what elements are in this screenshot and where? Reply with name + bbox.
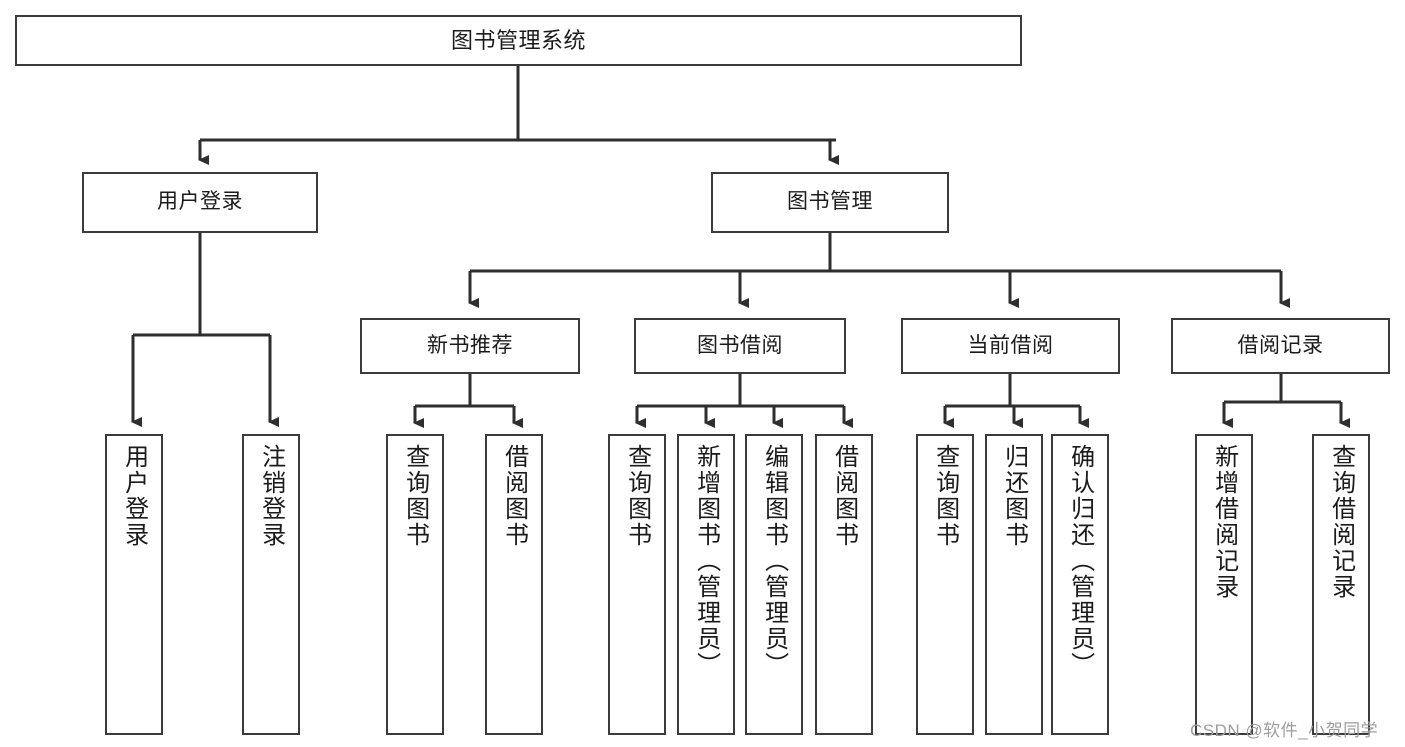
node-label: 图书管理 <box>787 190 873 214</box>
leaf-record-add[interactable]: 新增借阅记录 <box>1195 434 1253 735</box>
leaf-borrow-query-book[interactable]: 查询图书 <box>608 434 666 735</box>
leaf-current-query-book[interactable]: 查询图书 <box>916 434 974 735</box>
watermark-text: CSDN @软件_小贺同学 <box>1190 721 1379 740</box>
node-label: 当前借阅 <box>967 333 1054 357</box>
node-label: 图书借阅 <box>697 333 783 357</box>
node-label: 编辑图书（管理员） <box>760 444 788 678</box>
node-label: 用户登录 <box>157 190 243 214</box>
leaf-user-logout[interactable]: 注销登录 <box>242 434 300 735</box>
node-label: 查询图书 <box>931 444 959 548</box>
leaf-record-query[interactable]: 查询借阅记录 <box>1312 434 1370 735</box>
node-label: 确认归还（管理员） <box>1066 444 1094 678</box>
leaf-borrow-edit-book[interactable]: 编辑图书（管理员） <box>745 434 803 735</box>
node-label: 借阅记录 <box>1237 333 1324 357</box>
node-new-book-recommend[interactable]: 新书推荐 <box>360 318 580 374</box>
leaf-recommend-borrow-book[interactable]: 借阅图书 <box>485 434 543 735</box>
node-label: 新书推荐 <box>427 333 513 357</box>
node-label: 新增图书（管理员） <box>692 444 720 678</box>
node-label: 查询图书 <box>623 444 651 548</box>
node-user-login[interactable]: 用户登录 <box>82 172 318 233</box>
leaf-borrow-add-book[interactable]: 新增图书（管理员） <box>677 434 735 735</box>
node-label: 借阅图书 <box>500 444 528 548</box>
node-book-management[interactable]: 图书管理 <box>711 172 949 233</box>
leaf-current-confirm-return[interactable]: 确认归还（管理员） <box>1051 434 1109 735</box>
node-label: 查询图书 <box>401 444 429 548</box>
leaf-borrow-borrow-book[interactable]: 借阅图书 <box>815 434 873 735</box>
node-current-borrow[interactable]: 当前借阅 <box>901 318 1120 374</box>
leaf-current-return-book[interactable]: 归还图书 <box>985 434 1043 735</box>
node-label: 归还图书 <box>1000 444 1028 548</box>
node-borrow-record[interactable]: 借阅记录 <box>1171 318 1390 374</box>
leaf-user-login[interactable]: 用户登录 <box>105 434 163 735</box>
node-label: 注销登录 <box>257 444 285 548</box>
node-label: 用户登录 <box>120 444 148 548</box>
node-label: 图书管理系统 <box>450 27 586 53</box>
node-book-borrow[interactable]: 图书借阅 <box>634 318 846 374</box>
node-label: 新增借阅记录 <box>1210 444 1238 600</box>
node-root-system[interactable]: 图书管理系统 <box>15 15 1022 66</box>
leaf-recommend-query-book[interactable]: 查询图书 <box>386 434 444 735</box>
node-label: 查询借阅记录 <box>1327 444 1355 600</box>
node-label: 借阅图书 <box>830 444 858 548</box>
